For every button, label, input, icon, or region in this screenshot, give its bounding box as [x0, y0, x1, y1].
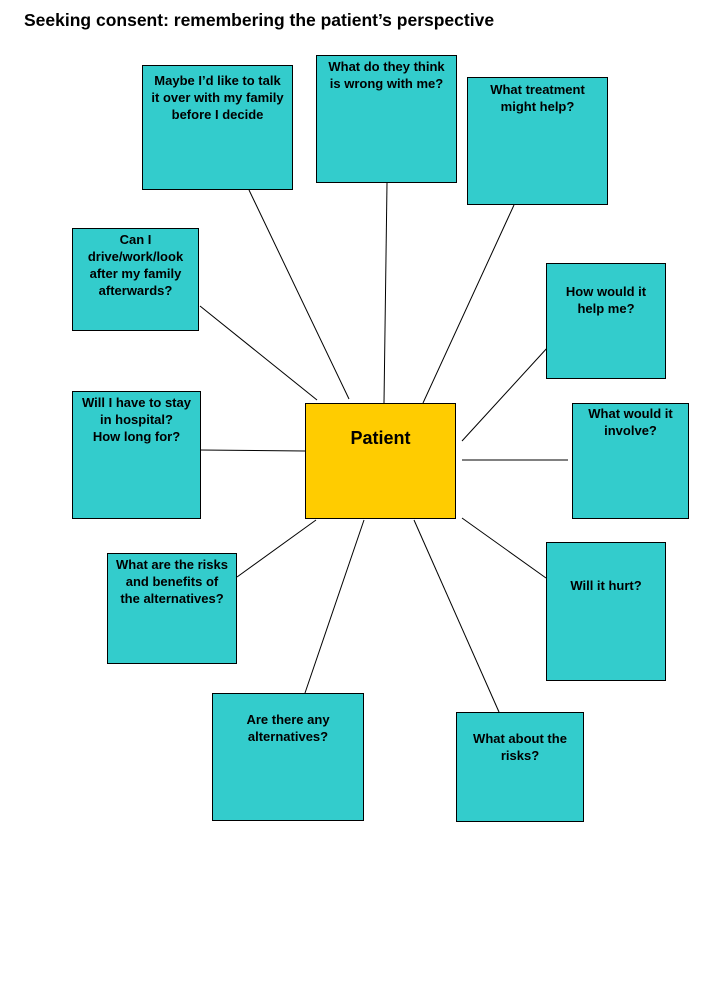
connector-drive	[199, 305, 318, 401]
question-box-hurt: Will it hurt?	[546, 542, 666, 681]
connector-risksalt	[236, 519, 317, 578]
question-box-hospital: Will I have to stay in hospital? How lon…	[72, 391, 201, 519]
connector-family	[248, 189, 350, 400]
question-box-drive: Can I drive/work/look after my family af…	[72, 228, 199, 331]
connector-hospital	[199, 449, 306, 452]
question-box-helpme: How would it help me?	[546, 263, 666, 379]
question-box-treatment: What treatment might help?	[467, 77, 608, 205]
connector-alternatives	[304, 519, 365, 694]
patient-box: Patient	[305, 403, 456, 519]
question-box-involve: What would it involve?	[572, 403, 689, 519]
page-title: Seeking consent: remembering the patient…	[24, 10, 495, 30]
question-box-risks: What about the risks?	[456, 712, 584, 822]
question-box-family: Maybe I’d like to talk it over with my f…	[142, 65, 293, 190]
question-box-alternatives: Are there any alternatives?	[212, 693, 364, 821]
connector-risks	[413, 519, 500, 713]
connector-wrong	[383, 182, 388, 404]
connector-treatment	[422, 204, 515, 404]
question-box-risksalt: What are the risks and benefits of the a…	[107, 553, 237, 664]
connector-hurt	[461, 517, 547, 579]
connector-helpme	[461, 334, 560, 442]
question-box-wrong: What do they think is wrong with me?	[316, 55, 457, 183]
